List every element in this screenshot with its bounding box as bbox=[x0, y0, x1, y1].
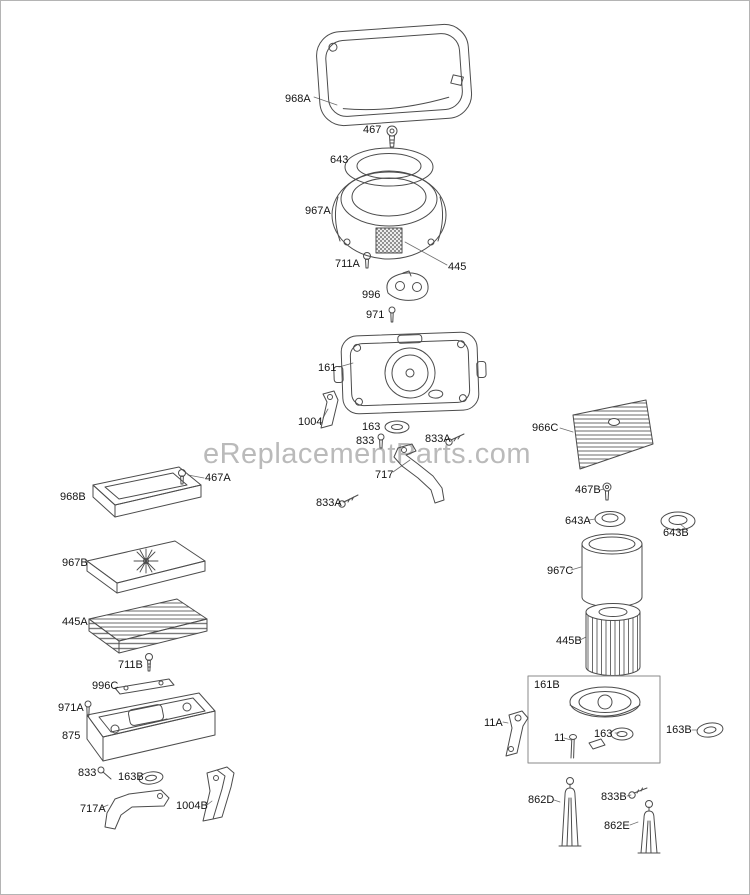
part-label-875: 875 bbox=[62, 730, 81, 742]
part-label-833A-lower: 833A bbox=[316, 497, 342, 509]
part-968b-cover bbox=[92, 466, 202, 518]
part-label-467A: 467A bbox=[205, 472, 231, 484]
part-label-967B: 967B bbox=[62, 557, 88, 569]
part-label-862E: 862E bbox=[604, 820, 630, 832]
part-467b-screw bbox=[602, 482, 612, 501]
part-833a-screw-lower bbox=[338, 494, 359, 508]
part-label-833A-upper: 833A bbox=[425, 433, 451, 445]
part-875-base bbox=[86, 692, 216, 762]
group-161b-box bbox=[527, 675, 661, 764]
part-643b-grommet bbox=[660, 511, 696, 531]
part-label-445A: 445A bbox=[62, 616, 88, 628]
part-862e-bracket bbox=[637, 800, 661, 854]
part-label-163-box: 163 bbox=[594, 728, 613, 740]
part-971-screw bbox=[388, 306, 396, 323]
part-label-163B-left: 163B bbox=[118, 771, 144, 783]
part-967a-air-cleaner-body bbox=[331, 170, 447, 260]
part-label-971A: 971A bbox=[58, 702, 84, 714]
part-1004-bracket bbox=[320, 390, 339, 429]
part-833a-screw-upper bbox=[445, 433, 465, 446]
part-label-711A: 711A bbox=[335, 258, 360, 270]
part-996-bracket bbox=[386, 270, 429, 301]
part-label-643B: 643B bbox=[663, 527, 689, 539]
part-label-161B: 161B bbox=[534, 679, 560, 691]
part-label-833B: 833B bbox=[601, 791, 627, 803]
part-467-screw bbox=[386, 125, 398, 148]
part-label-1004B: 1004B bbox=[176, 800, 208, 812]
part-971a-screw bbox=[84, 700, 92, 717]
part-161-base bbox=[333, 331, 487, 415]
part-163b-grommet-right bbox=[696, 722, 724, 738]
part-label-467: 467 bbox=[363, 124, 382, 136]
part-711a-screw bbox=[363, 252, 371, 269]
part-711b-screw bbox=[145, 653, 153, 672]
part-label-833: 833 bbox=[356, 435, 375, 447]
part-163b-grommet-left bbox=[138, 771, 164, 785]
part-996c-strip bbox=[114, 678, 175, 695]
part-968a-cover bbox=[316, 23, 473, 127]
part-163-grommet bbox=[384, 420, 410, 434]
part-643a-grommet bbox=[594, 511, 626, 527]
part-label-163: 163 bbox=[362, 421, 381, 433]
part-label-445B: 445B bbox=[556, 635, 582, 647]
part-717-tube bbox=[393, 443, 445, 504]
part-label-467B: 467B bbox=[575, 484, 601, 496]
part-label-967C: 967C bbox=[547, 565, 574, 577]
part-label-717A: 717A bbox=[80, 803, 106, 815]
part-label-643: 643 bbox=[330, 154, 349, 166]
part-label-445: 445 bbox=[448, 261, 467, 273]
part-label-996: 996 bbox=[362, 289, 381, 301]
part-1004b-bracket bbox=[202, 766, 235, 822]
part-445b-filter bbox=[585, 603, 641, 676]
part-label-163B-right: 163B bbox=[666, 724, 692, 736]
part-833b-screw bbox=[628, 787, 648, 799]
part-label-996C: 996C bbox=[92, 680, 119, 692]
part-862d-bracket bbox=[558, 777, 582, 847]
part-967b-screen bbox=[86, 540, 206, 594]
part-467a-screw bbox=[178, 469, 186, 485]
part-label-711B: 711B bbox=[118, 659, 143, 671]
part-11a-bracket bbox=[505, 710, 529, 757]
part-label-833-left: 833 bbox=[78, 767, 97, 779]
part-label-862D: 862D bbox=[528, 794, 555, 806]
part-label-1004: 1004 bbox=[298, 416, 323, 428]
part-label-967A: 967A bbox=[305, 205, 331, 217]
part-833-screw-left bbox=[97, 766, 112, 780]
part-label-966C: 966C bbox=[532, 422, 559, 434]
part-833-screw bbox=[377, 433, 385, 449]
part-label-11A: 11A bbox=[484, 717, 503, 729]
part-717a-bracket bbox=[104, 789, 170, 830]
part-label-161: 161 bbox=[318, 362, 337, 374]
part-label-968B: 968B bbox=[60, 491, 86, 503]
part-label-643A: 643A bbox=[565, 515, 591, 527]
part-966c-screen bbox=[572, 399, 654, 470]
part-label-968A: 968A bbox=[285, 93, 311, 105]
part-label-971: 971 bbox=[366, 309, 385, 321]
part-label-717: 717 bbox=[375, 469, 394, 481]
part-label-11: 11 bbox=[554, 732, 566, 744]
part-445a-filter bbox=[88, 598, 208, 654]
